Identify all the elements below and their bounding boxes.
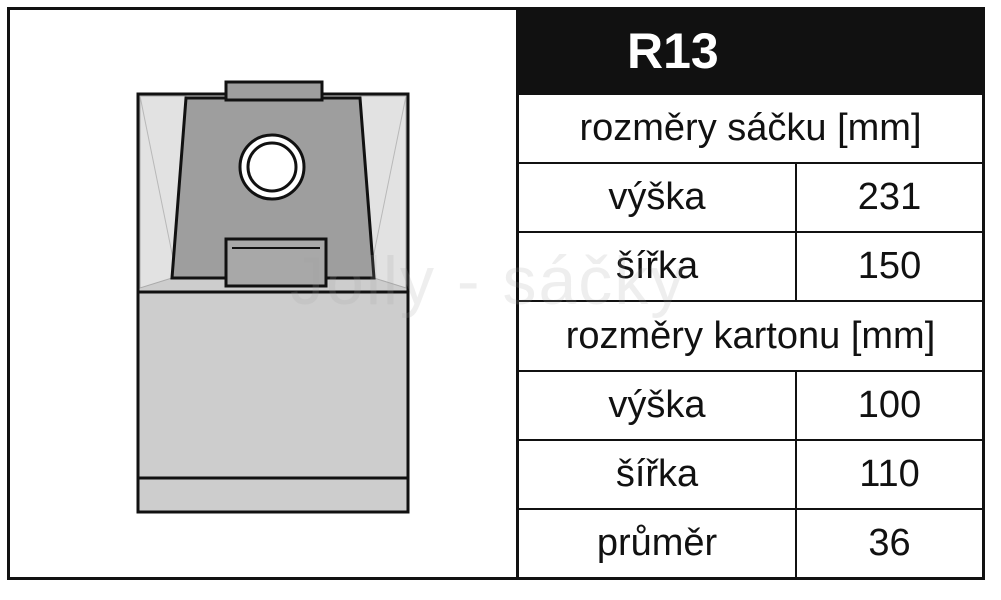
carton-height-label: výška: [519, 371, 797, 439]
table-row: šířka 110: [519, 438, 982, 508]
carton-dimensions-heading: rozměry kartonu [mm]: [565, 314, 936, 357]
carton-diameter-value: 36: [868, 521, 911, 564]
table-row: průměr 36: [519, 507, 982, 578]
carton-width-label: šířka: [519, 440, 797, 508]
product-card: Jolly - sáčky R13 rozměry sáčku [mm] výš…: [7, 7, 985, 580]
table-row: výška 231: [519, 162, 982, 232]
table-row: výška 100: [519, 369, 982, 439]
carton-opening-inner-ring: [246, 141, 298, 193]
carton-latch: [224, 237, 328, 288]
table-row: šířka 150: [519, 231, 982, 301]
bag-height-label: výška: [519, 164, 797, 232]
carton-top-tab: [224, 80, 324, 102]
bag-width-label: šířka: [519, 233, 797, 301]
bag-dimensions-heading: rozměry sáčku [mm]: [579, 107, 922, 150]
carton-height-value: 100: [857, 383, 922, 426]
carton-width-value: 110: [859, 452, 920, 495]
dimensions-table: R13 rozměry sáčku [mm] výška 231 šířka 1…: [519, 10, 982, 578]
bag-width-value: 150: [857, 245, 922, 288]
carton-diameter-label: průměr: [519, 509, 797, 578]
product-code: R13: [627, 23, 719, 80]
bag-dimensions-heading-row: rozměry sáčku [mm]: [519, 92, 982, 162]
carton-dimensions-heading-row: rozměry kartonu [mm]: [519, 300, 982, 369]
bag-height-value: 231: [857, 176, 922, 219]
product-code-header: R13: [519, 10, 982, 93]
vacuum-bag-illustration: [136, 80, 410, 514]
bag-illustration-panel: Jolly - sáčky: [10, 10, 684, 577]
